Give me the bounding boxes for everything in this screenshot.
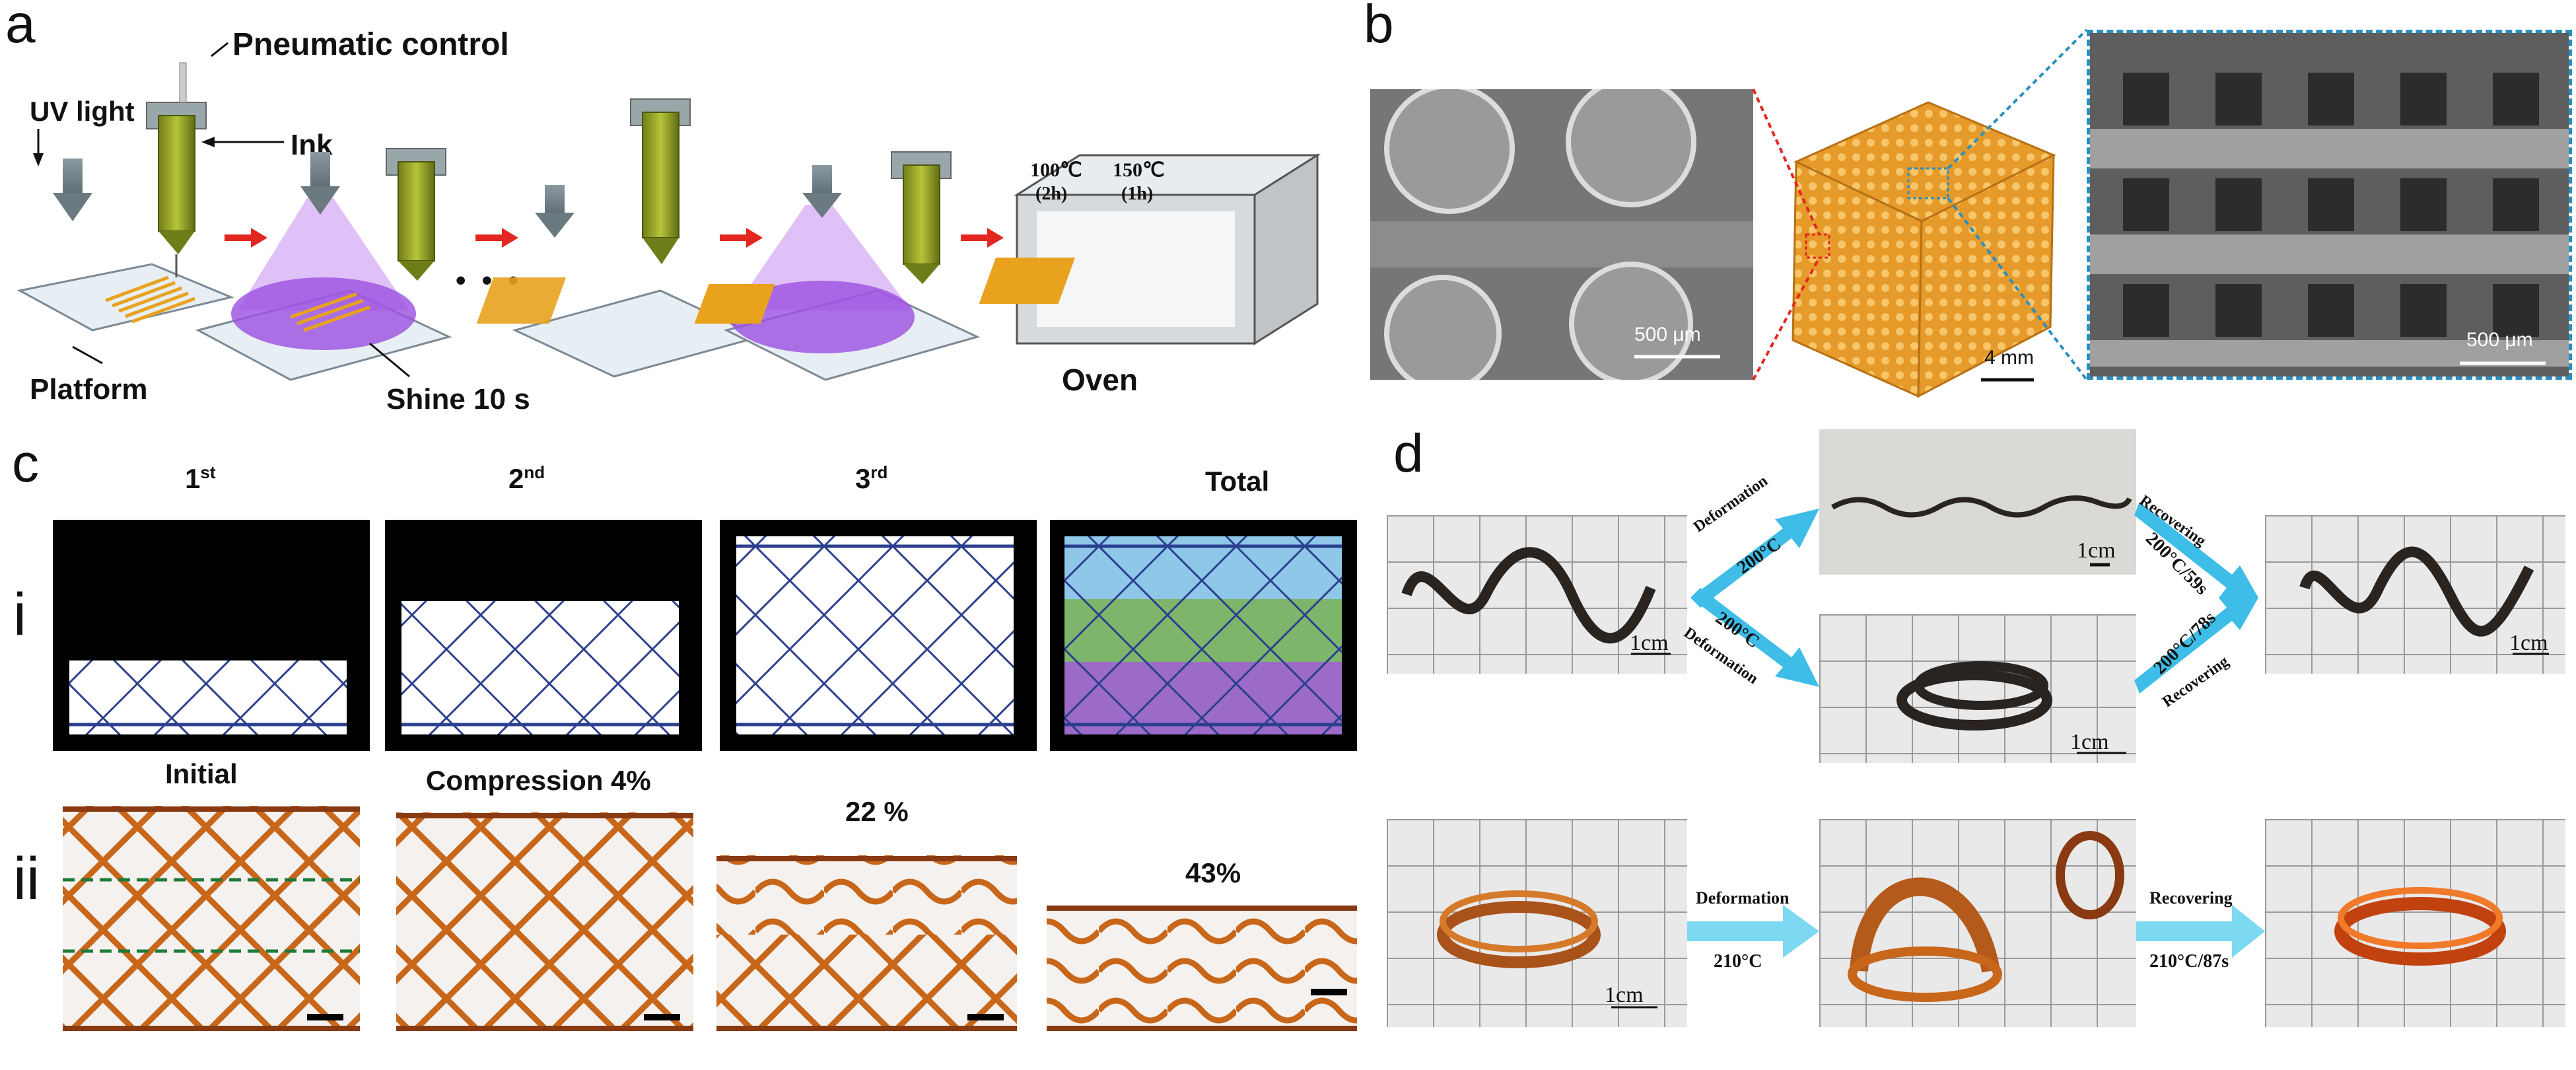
compression-label: Compression 4% [426, 765, 651, 796]
panel-a-letter: a [5, 0, 36, 54]
scale-d5: 1cm [1605, 983, 1644, 1007]
spring-straight-photo: 1cm [1819, 429, 2136, 575]
panel-d-letter: d [1393, 423, 1424, 483]
compression-43-label: 43% [1185, 857, 1241, 888]
oven-temp-1: 100℃ [1030, 159, 1082, 181]
process-arrow-1 [225, 228, 267, 248]
col1-header: 1st [185, 462, 216, 494]
zoom-lines [1752, 28, 2088, 381]
scale-d2: 1cm [2077, 538, 2116, 563]
uv-light-label: UV light [30, 96, 135, 127]
compression-22-label: 22 % [845, 796, 909, 827]
scale-left: 500 μm [1634, 324, 1701, 345]
oven-time-2: (1h) [1121, 184, 1154, 204]
ring-initial-photo: 1cm [1387, 819, 1687, 1027]
platform-label: Platform [30, 373, 148, 406]
scaffold-photo: 4 mm [1776, 63, 2060, 400]
col4-header: Total [1205, 466, 1270, 497]
row-ii-label: ii [13, 846, 40, 912]
panel-c-letter: c [12, 433, 39, 493]
spring-initial-photo: 1cm [1387, 515, 1687, 674]
initial-label: Initial [165, 758, 238, 789]
oven-label: Oven [1062, 363, 1138, 397]
shine-label: Shine 10 s [386, 383, 530, 415]
panel-b-letter: b [1364, 0, 1394, 54]
panel-d-arrows [1687, 502, 2265, 958]
ring-recovered-photo [2265, 819, 2565, 1027]
rec-time-3: 210°C/87s [2149, 951, 2229, 972]
oven-box [979, 153, 1321, 345]
panel-c-diagrams [53, 520, 1357, 751]
scale-right: 500 μm [2466, 329, 2533, 351]
deformation-label-3: Deformation [1696, 888, 1790, 908]
sem-image-right: 500 μm [2087, 30, 2572, 380]
oven-temp-2: 150℃ [1113, 159, 1165, 181]
ring-deformed-photo [1819, 819, 2136, 1027]
panel-a-schematic [17, 42, 1321, 381]
temp-210: 210°C [1714, 951, 1762, 972]
row-i-label: i [13, 582, 26, 648]
scale-middle: 4 mm [1984, 347, 2034, 369]
recovering-label-3: Recovering [2149, 888, 2233, 908]
col2-header: 2nd [508, 462, 545, 494]
sem-image-left: 500 μm [1370, 89, 1753, 380]
uv-arrow-3 [535, 185, 574, 238]
spring-coiled-photo: 1cm [1819, 614, 2136, 763]
spring-recovered-photo: 1cm [2265, 515, 2565, 674]
uv-arrow-2 [300, 152, 340, 215]
oven-time-1: (2h) [1035, 184, 1068, 204]
uv-arrow-4 [802, 165, 842, 218]
scale-d3: 1cm [2070, 730, 2109, 754]
scale-d4: 1cm [2509, 631, 2548, 655]
pneumatic-control-label: Pneumatic control [232, 27, 509, 62]
syringe-1 [146, 62, 207, 277]
col3-header: 3rd [855, 462, 888, 494]
panel-c-photos [63, 806, 1357, 1031]
scale-d1: 1cm [1630, 631, 1669, 655]
platform-1 [17, 263, 234, 332]
uv-arrow-1 [53, 159, 92, 221]
